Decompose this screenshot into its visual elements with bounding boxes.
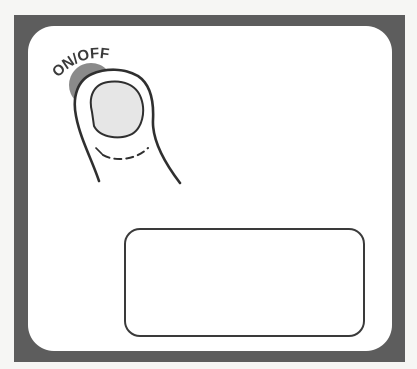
display-window	[125, 229, 364, 336]
